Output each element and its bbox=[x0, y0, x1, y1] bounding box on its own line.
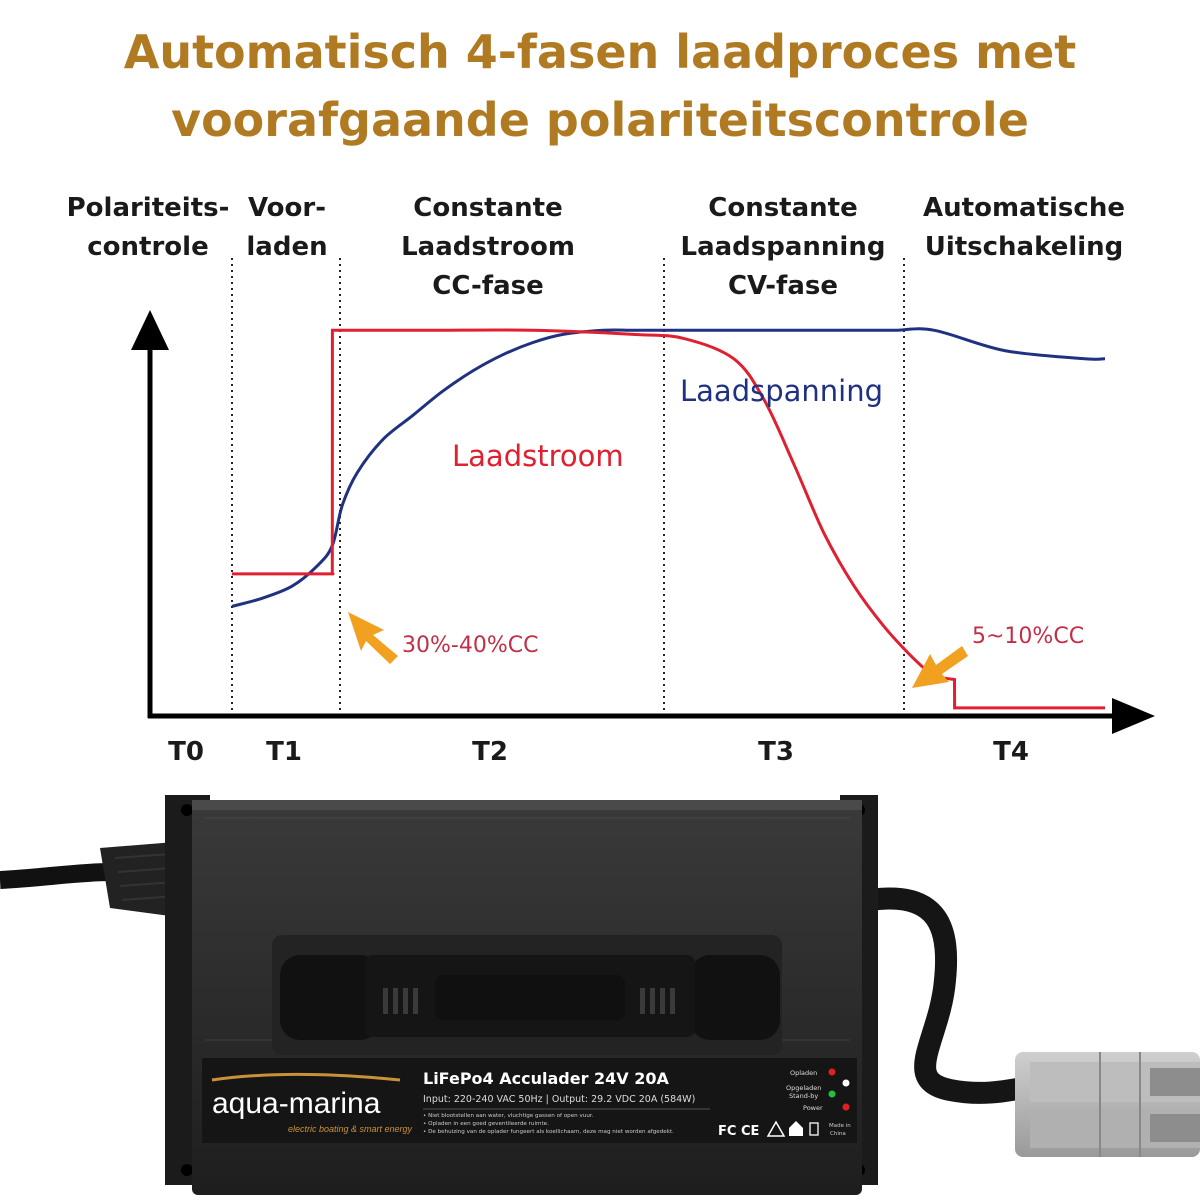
title-line-1: Automatisch 4-fasen laadproces met bbox=[123, 25, 1077, 79]
cert-marks: FC CE bbox=[718, 1124, 759, 1139]
anderson-connector bbox=[1015, 1052, 1200, 1157]
warning-3: • De behuizing van de oplader fungeert a… bbox=[423, 1129, 674, 1135]
phase-separators bbox=[231, 258, 905, 716]
led-opladen bbox=[828, 1068, 836, 1076]
led-label-standby: Stand-by bbox=[789, 1092, 818, 1100]
phase-label-3-line-3: CC-fase bbox=[432, 271, 544, 301]
x-tick-t0: T0 bbox=[168, 737, 204, 767]
led-opgeladen bbox=[842, 1079, 850, 1087]
phase-label-1-line-2: controle bbox=[87, 232, 208, 262]
warning-icon bbox=[766, 1120, 786, 1137]
made-in-1: Made in bbox=[829, 1123, 851, 1129]
charger-product-image: aqua-marina electric boating & smart ene… bbox=[0, 795, 1200, 1195]
series-label-laadstroom: Laadstroom bbox=[452, 439, 624, 473]
product-name: LiFePo4 Acculader 24V 20A bbox=[423, 1069, 670, 1088]
phase-label-4-line-1: Constante bbox=[708, 193, 857, 223]
annotation-5-10: 5~10%CC bbox=[912, 624, 1084, 688]
phase-label-2-line-2: laden bbox=[246, 232, 327, 262]
phase-label-4-line-2: Laadspanning bbox=[681, 232, 886, 262]
home-icon bbox=[789, 1121, 803, 1136]
brand-logo: aqua-marina bbox=[212, 1087, 381, 1120]
series-label-laadspanning: Laadspanning bbox=[680, 374, 883, 408]
power-cable bbox=[0, 863, 111, 889]
phase-label-2-line-1: Voor- bbox=[248, 193, 326, 223]
label-plate: aqua-marina electric boating & smart ene… bbox=[202, 1058, 857, 1143]
x-tick-t4: T4 bbox=[993, 737, 1029, 767]
led-label-opladen: Opladen bbox=[790, 1069, 817, 1077]
brand-tagline: electric boating & smart energy bbox=[288, 1124, 413, 1134]
x-tick-t1: T1 bbox=[266, 737, 302, 767]
phase-labels: Polariteits-controle Voor-laden ConstanteL… bbox=[67, 193, 1125, 301]
series-laadspanning-line bbox=[231, 327, 1106, 608]
phase-label-5-line-1: Automatische bbox=[923, 193, 1125, 223]
title-line-2: voorafgaande polariteitscontrole bbox=[171, 93, 1029, 147]
led-label-opgeladen: Opgeladen bbox=[786, 1084, 821, 1092]
led-label-power: Power bbox=[803, 1104, 823, 1112]
x-axis-arrow bbox=[1112, 698, 1155, 734]
led-standby bbox=[828, 1090, 836, 1098]
phase-label-4-line-3: CV-fase bbox=[728, 271, 838, 301]
phase-label-3-line-2: Laadstroom bbox=[401, 232, 575, 262]
phase-label-3-line-1: Constante bbox=[413, 193, 562, 223]
annotation-label: 30%-40%CC bbox=[402, 633, 538, 658]
warning-2: • Opladen in een goed geventileerde ruim… bbox=[423, 1121, 549, 1127]
warning-1: • Niet blootstellen aan water, vluchtige… bbox=[423, 1113, 594, 1119]
x-tick-t2: T2 bbox=[472, 737, 508, 767]
annotation-30-40: 30%-40%CC bbox=[348, 612, 538, 664]
x-tick-t3: T3 bbox=[758, 737, 794, 767]
bin-icon bbox=[809, 1122, 819, 1136]
series-laadstroom-line bbox=[232, 328, 1105, 710]
x-tick-labels: T0 T1 T2 T3 T4 bbox=[168, 737, 1029, 767]
arrow-icon bbox=[912, 646, 968, 688]
phase-label-1-line-1: Polariteits- bbox=[67, 193, 230, 223]
axes bbox=[131, 310, 1155, 734]
annotation-label: 5~10%CC bbox=[972, 624, 1084, 649]
arrow-icon bbox=[348, 612, 398, 664]
y-axis-arrow bbox=[131, 310, 169, 350]
phase-label-5-line-2: Uitschakeling bbox=[925, 232, 1124, 262]
product-specs: Input: 220-240 VAC 50Hz | Output: 29.2 V… bbox=[423, 1094, 695, 1105]
led-power bbox=[842, 1103, 850, 1111]
carry-handle bbox=[272, 935, 782, 1055]
made-in-2: China bbox=[830, 1131, 846, 1137]
power-plug bbox=[100, 842, 185, 918]
output-cable bbox=[868, 887, 1042, 1104]
